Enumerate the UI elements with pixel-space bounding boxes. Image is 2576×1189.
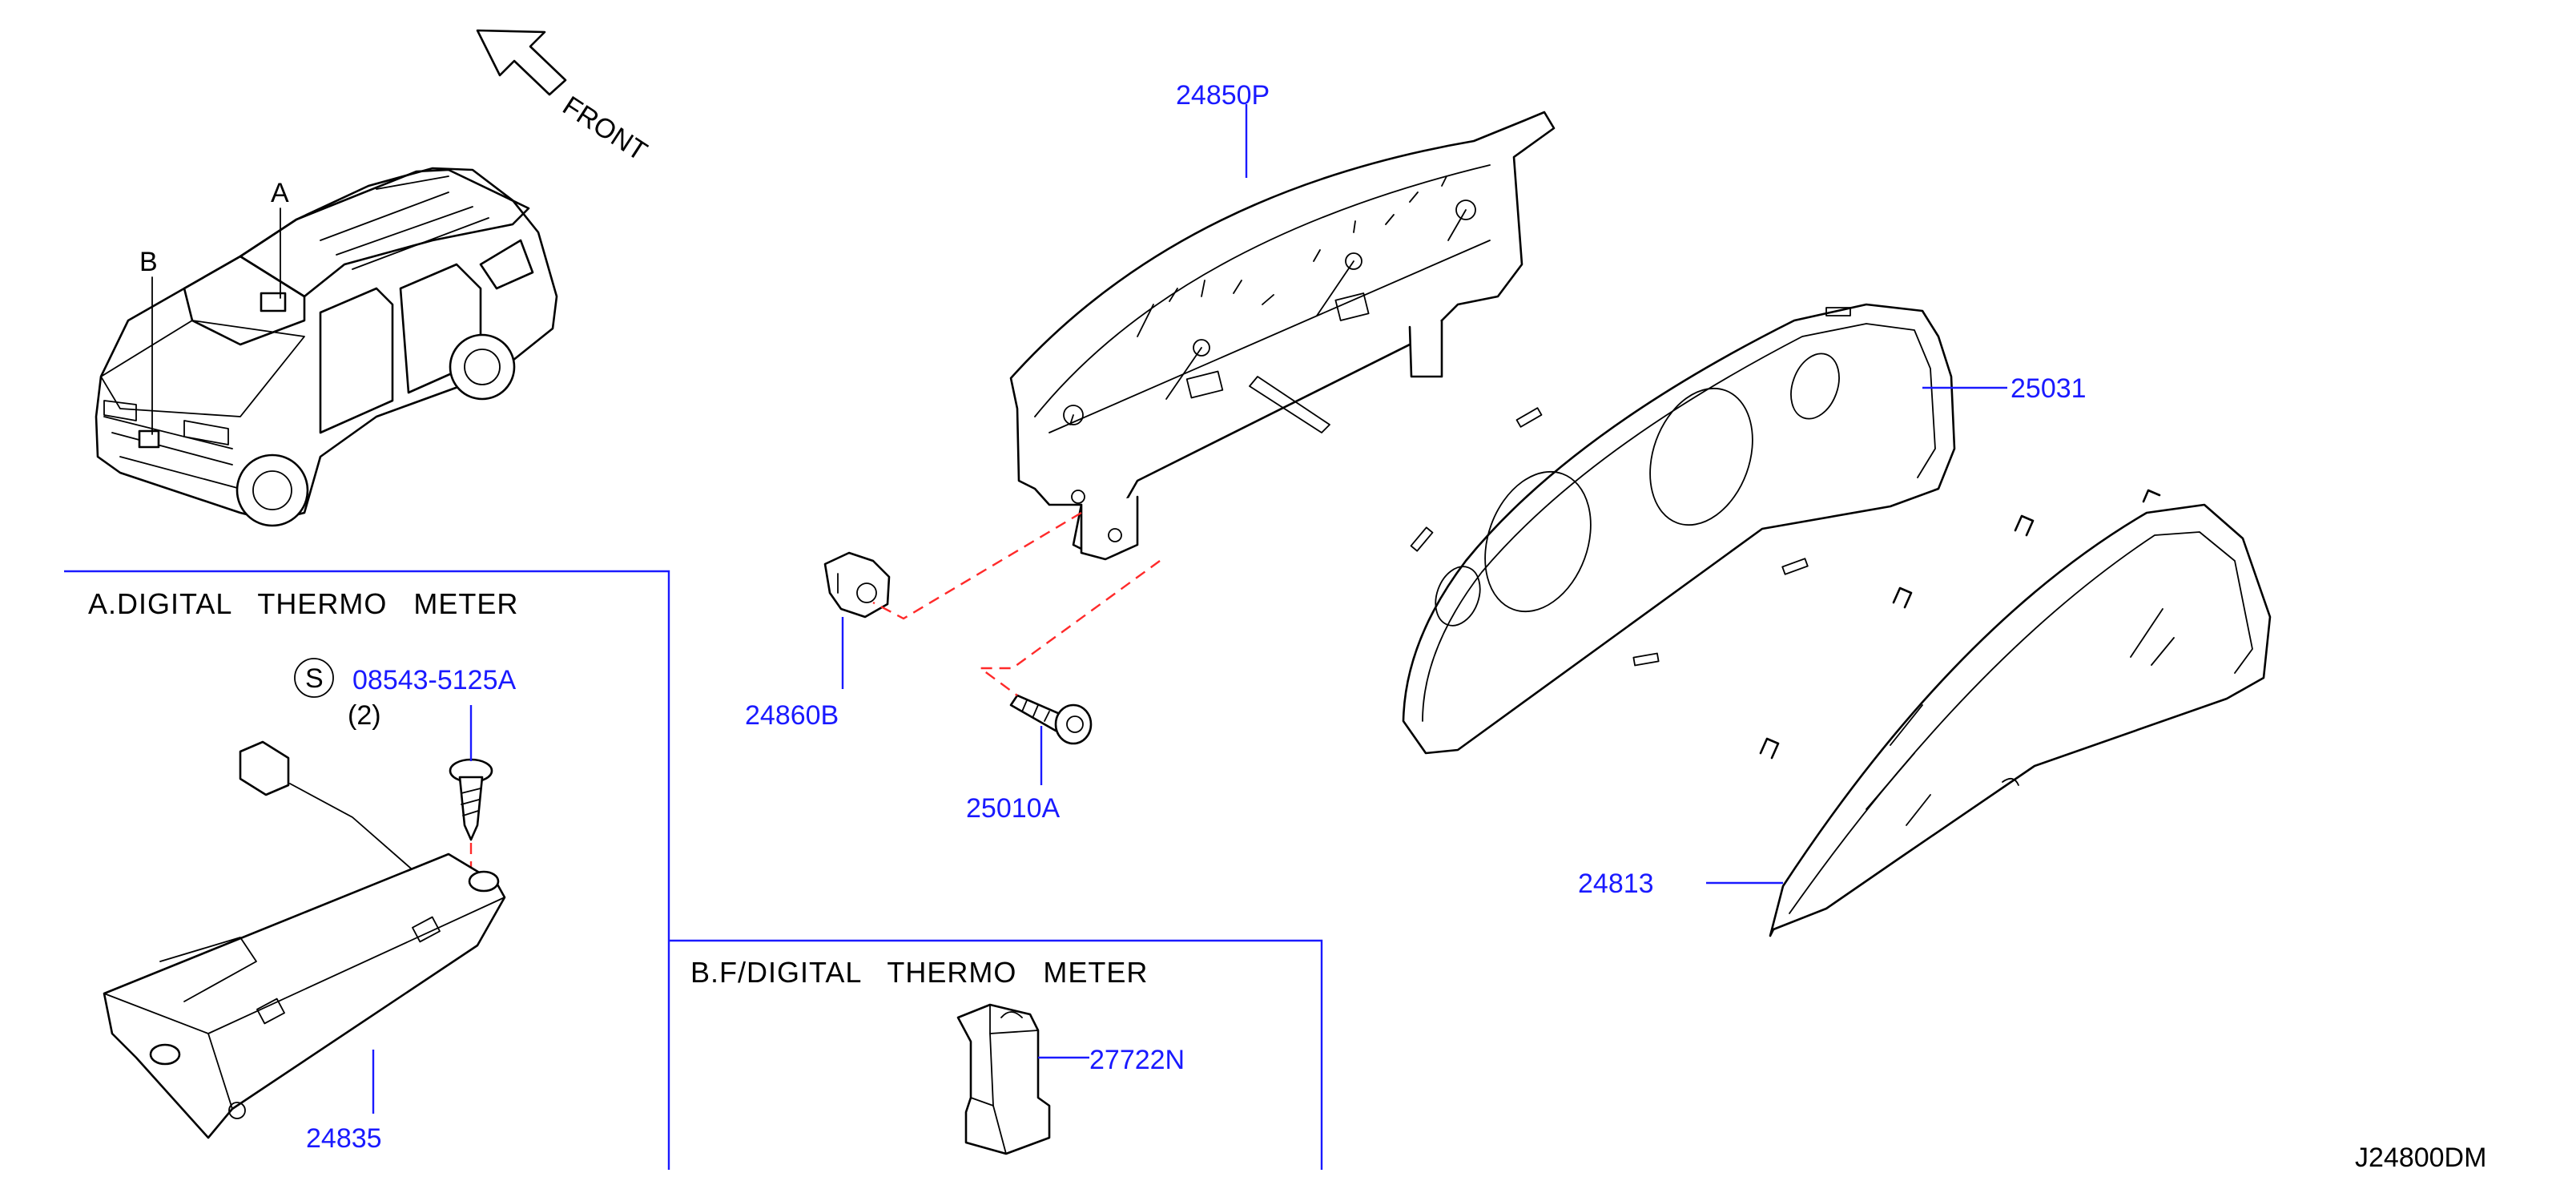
part-number-25031: 25031	[2010, 373, 2087, 404]
part-number-24850P: 24850P	[1176, 80, 1270, 111]
sensor-icon	[956, 1003, 1051, 1155]
part-number-24813: 24813	[1578, 869, 1654, 899]
part-number-27722N: 27722N	[1089, 1045, 1185, 1075]
guide-line-screw	[977, 560, 1161, 696]
lens-icon	[1759, 489, 2272, 937]
vehicle-icon	[95, 167, 558, 527]
part-number-08543-5125A: 08543-5125A	[352, 665, 517, 695]
callout-b: B	[139, 247, 158, 277]
screw-icon	[449, 758, 493, 841]
part-number-25010A: 25010A	[966, 793, 1061, 824]
guide-line-clip	[872, 511, 1082, 620]
section-b-title: B.F/DIGITAL THERMO METER	[690, 956, 1148, 989]
section-a-title: A.DIGITAL THERMO METER	[88, 587, 518, 620]
screw-symbol-letter: S	[305, 663, 324, 694]
screw-25010A-icon	[1009, 694, 1093, 745]
screw-quantity: (2)	[348, 700, 381, 731]
callout-a: A	[271, 178, 289, 208]
diagram-code: J24800DM	[2355, 1143, 2486, 1173]
part-number-24835: 24835	[306, 1123, 382, 1154]
meter-assembly-icon	[1009, 111, 1556, 561]
thermo-meter-icon	[103, 740, 506, 1139]
part-number-24860B: 24860B	[745, 700, 839, 731]
front-label: FRONT	[557, 91, 653, 167]
cluster-cover-icon	[1402, 303, 1956, 755]
clip-icon	[823, 551, 891, 619]
section-frames	[64, 570, 1323, 1170]
front-arrow-icon	[476, 29, 567, 96]
screw-symbol-icon	[294, 658, 334, 698]
